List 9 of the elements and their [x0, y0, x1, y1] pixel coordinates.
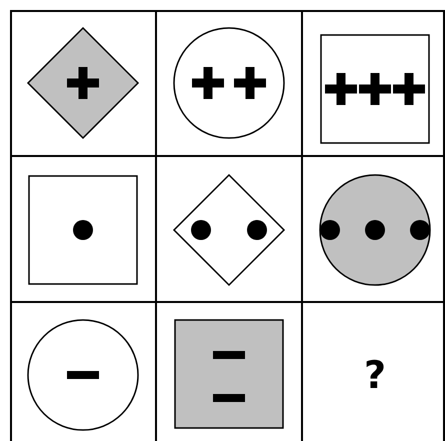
- puzzle-diamond-figure: [172, 174, 286, 286]
- question-mark: ?: [362, 352, 388, 399]
- puzzle-box-figure: [174, 319, 284, 429]
- puzzle-circle-figure: [27, 319, 139, 431]
- puzzle-diamond-figure: [26, 26, 140, 140]
- puzzle-circle-figure: [173, 27, 285, 139]
- puzzle-circle-figure: [319, 174, 431, 286]
- puzzle-box-figure: [320, 34, 430, 144]
- puzzle-box-figure: [28, 175, 138, 285]
